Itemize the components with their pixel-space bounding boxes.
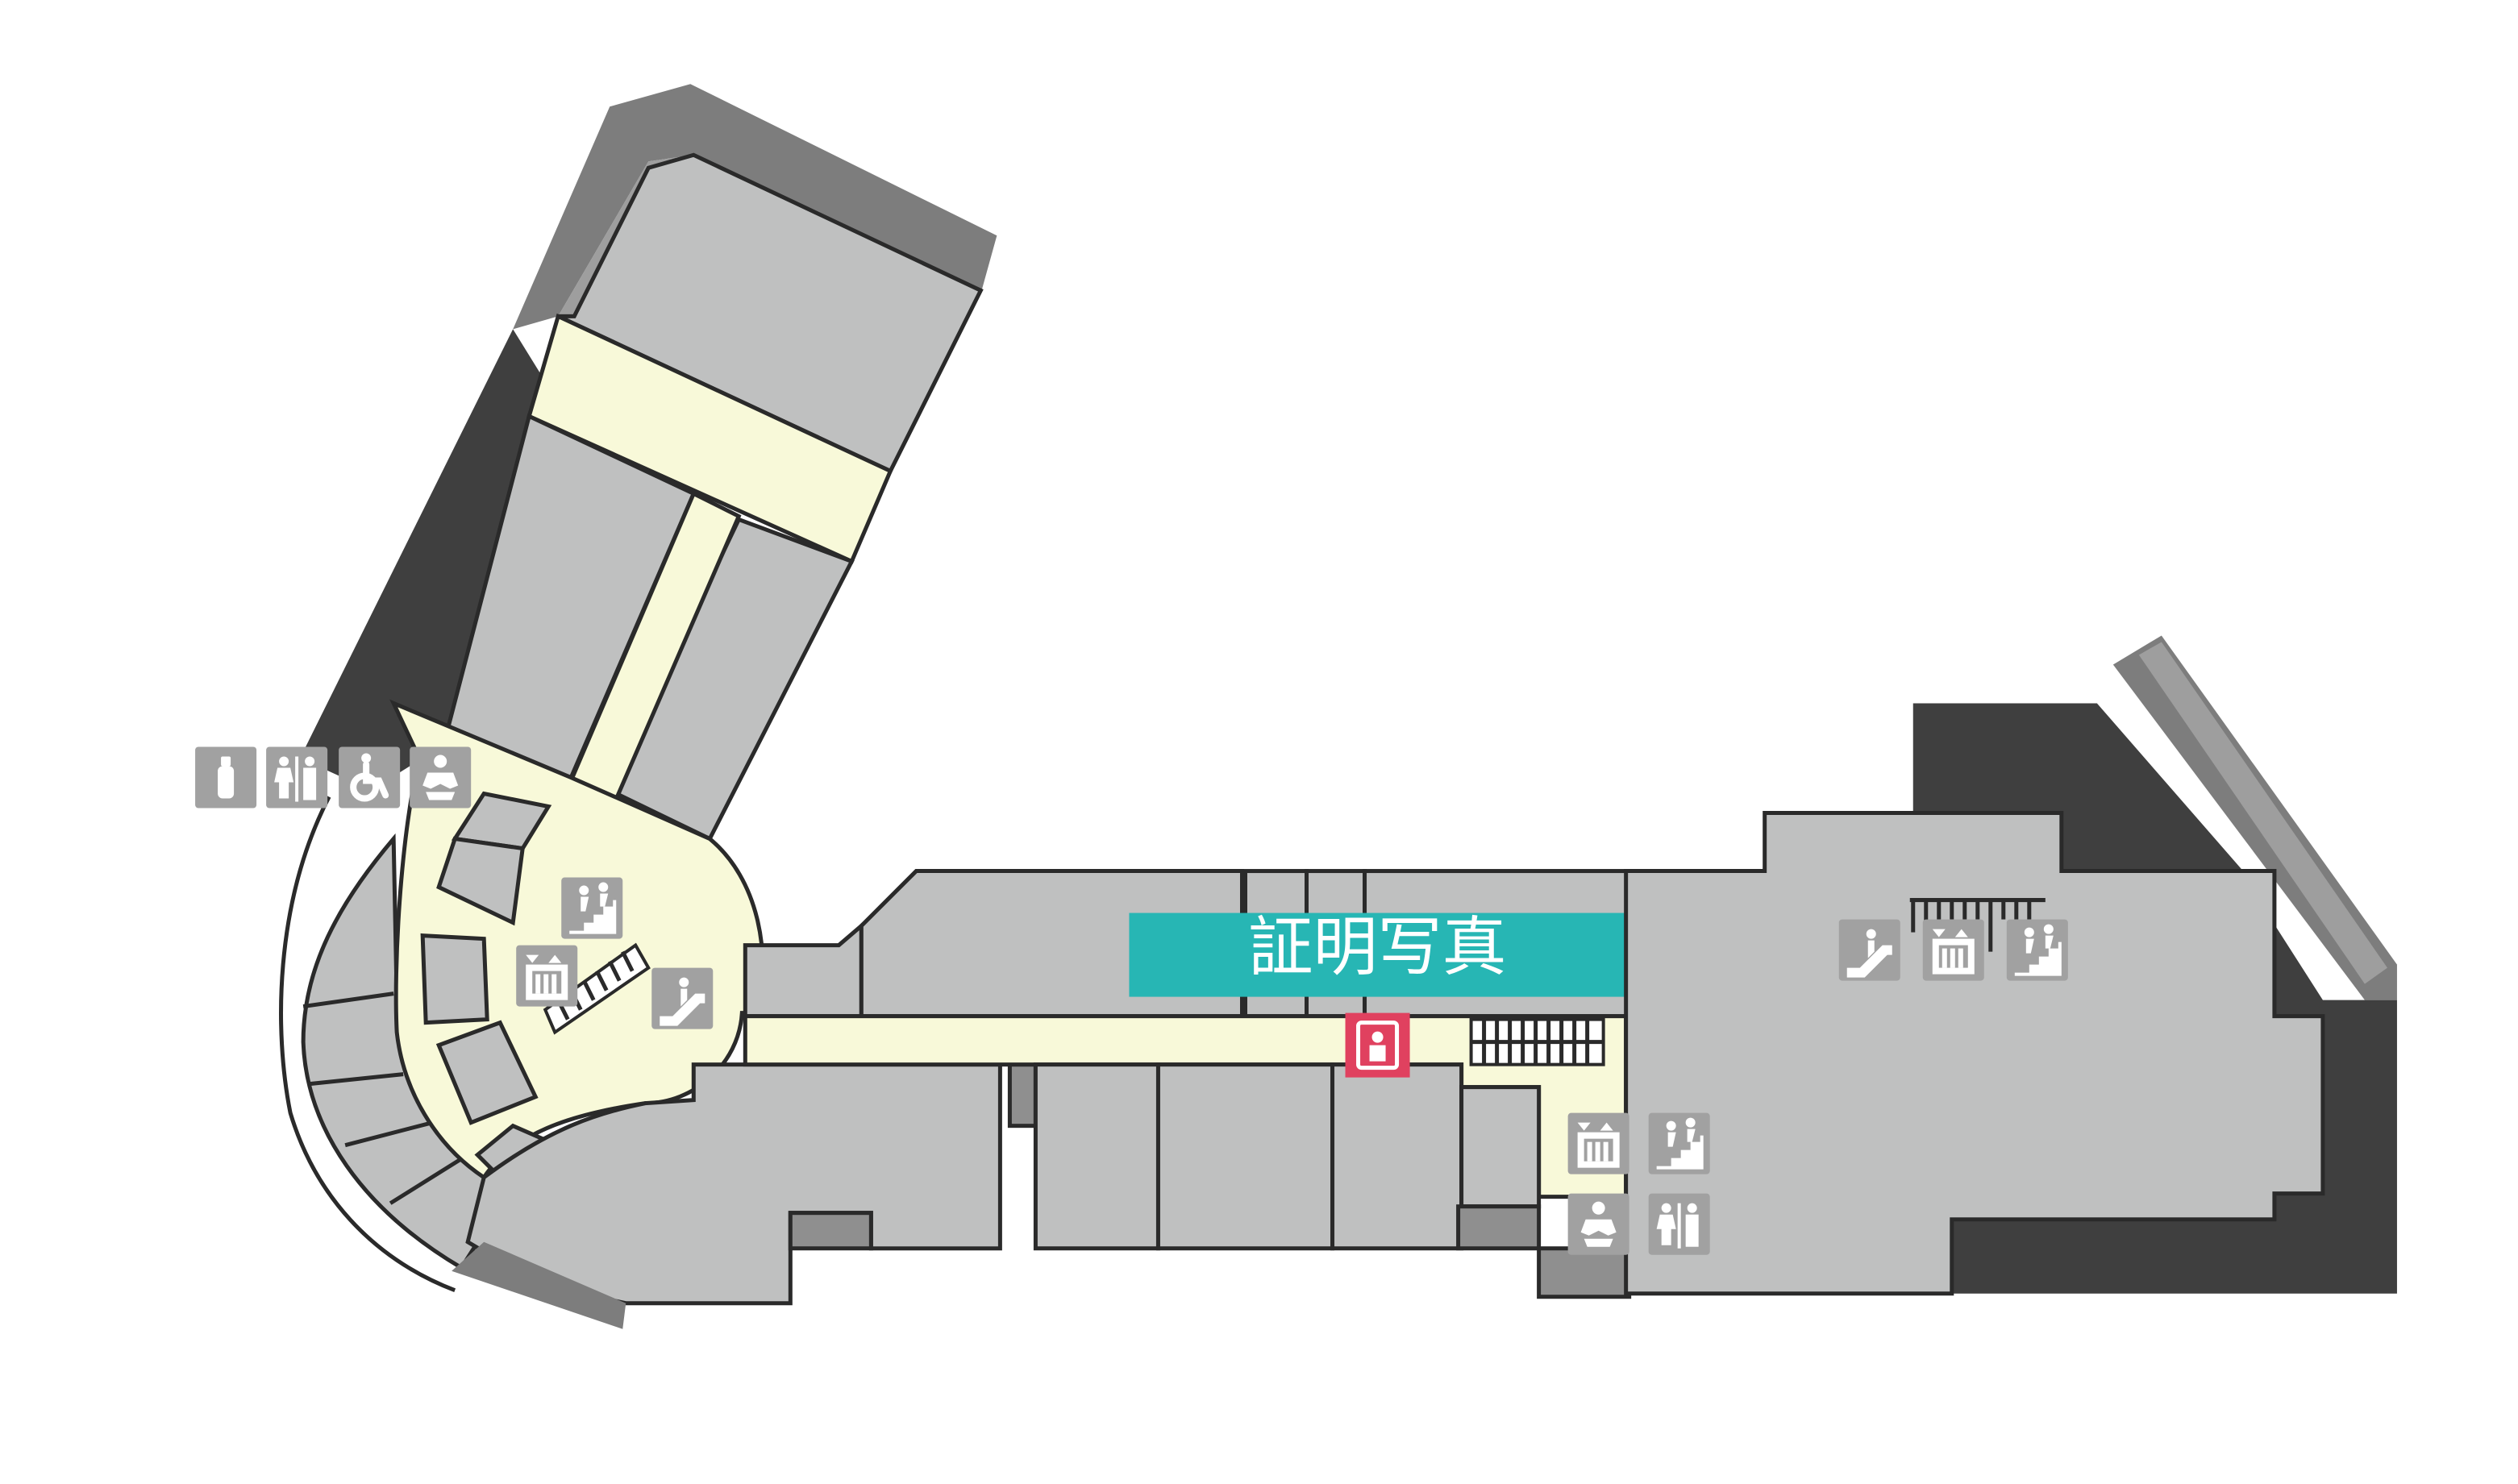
stairs-icon — [561, 877, 623, 939]
rotunda — [279, 699, 765, 1293]
elevator-icon — [1922, 919, 1984, 981]
elevator-icon — [1567, 1112, 1629, 1174]
escalator-icon — [1838, 919, 1900, 981]
baby-changing-icon — [1567, 1193, 1629, 1255]
right-stairs — [1909, 898, 2046, 952]
photo-shop-band[interactable] — [1129, 912, 1626, 997]
stairs-icon — [1648, 1112, 1710, 1174]
nursing-bottle-icon — [195, 746, 257, 809]
escalator-icon — [651, 967, 714, 1029]
stairs-icon — [2006, 919, 2068, 981]
restroom-icon — [266, 746, 328, 809]
accessible-toilet-icon — [339, 746, 401, 809]
elevator-icon — [516, 945, 578, 1007]
central-stairs — [1469, 1017, 1605, 1066]
lower-left-block — [452, 1062, 1038, 1329]
baby-changing-icon — [410, 746, 472, 809]
photo-booth-icon[interactable] — [1345, 1012, 1410, 1078]
photo-shop-label: 証明写真 — [1249, 910, 1507, 985]
right-wing — [1624, 635, 2397, 1296]
central-block: 証明写真 — [743, 869, 1632, 1299]
restroom-icon — [1648, 1193, 1710, 1255]
